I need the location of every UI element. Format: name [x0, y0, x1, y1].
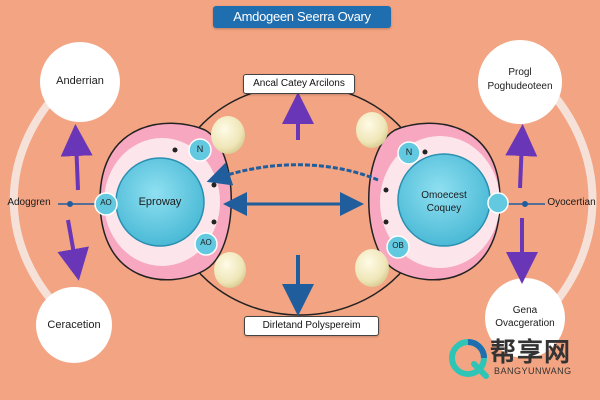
node-label-top-left: Anderrian: [56, 75, 104, 87]
watermark: 帮享网 BANGYUNWANG: [446, 330, 596, 392]
badge-left-bottom: [194, 232, 218, 256]
node-label-top-right-text: Progl Poghudeoteen: [487, 67, 553, 92]
node-label-bottom-right: Gena Ovacgeration: [482, 304, 568, 330]
egg-top-right: [356, 112, 388, 148]
badge-label-left-bottom: AO: [200, 238, 212, 247]
box-top: Ancal Catey Arcilons: [243, 74, 355, 94]
watermark-logo-icon: [449, 339, 489, 379]
watermark-cn: 帮享网: [490, 338, 572, 368]
left-ovary: [99, 122, 232, 281]
node-label-bottom-right-text: Gena Ovacgeration: [495, 305, 555, 329]
badge-right-bottom: [386, 235, 410, 259]
egg-bottom-left: [214, 252, 246, 288]
box-bottom: Dirletand Polyspereim: [244, 316, 379, 336]
node-bottom-left: [36, 287, 112, 363]
node-label-bottom-left: Ceracetion: [47, 319, 101, 331]
node-label-right-outer: Oyocertian: [547, 197, 596, 208]
badge-label-left-side: AO: [100, 198, 112, 207]
badge-right-side: [487, 192, 509, 214]
badge-label-left-top: N: [196, 144, 204, 154]
node-top-right: [478, 40, 562, 124]
arrow-left-up: [60, 124, 93, 191]
badge-left-top: [188, 138, 212, 162]
node-label-top-right: Progl Poghudeoteen: [478, 66, 562, 94]
right-ovary-label-line2: Coquey: [426, 203, 462, 214]
right-ovary-label: Omoecest Coquey: [404, 189, 484, 215]
arrow-top-sweep: [206, 162, 379, 186]
node-top-left: [40, 42, 120, 122]
egg-top-left: [211, 116, 245, 154]
badge-left-side: [94, 192, 118, 216]
outer-arc-left: [9, 77, 73, 323]
badge-label-right-bottom: OB: [392, 241, 404, 250]
diagram-title: Amdogeen Seerra Ovary: [213, 6, 391, 28]
node-label-left-outer: Adoggren: [7, 197, 51, 208]
left-ovary-label: Eproway: [138, 196, 182, 208]
egg-bottom-right: [355, 249, 389, 287]
badge-label-right-top: N: [405, 147, 413, 157]
badge-right-top: [397, 141, 421, 165]
watermark-en: BANGYUNWANG: [494, 366, 572, 376]
arrow-right-up: [505, 124, 538, 189]
outer-arc-right: [537, 77, 597, 323]
arrow-left-down: [57, 219, 89, 281]
right-ovary-label-line1: Omoecest: [421, 190, 467, 201]
node-bottom-right: [485, 278, 565, 358]
